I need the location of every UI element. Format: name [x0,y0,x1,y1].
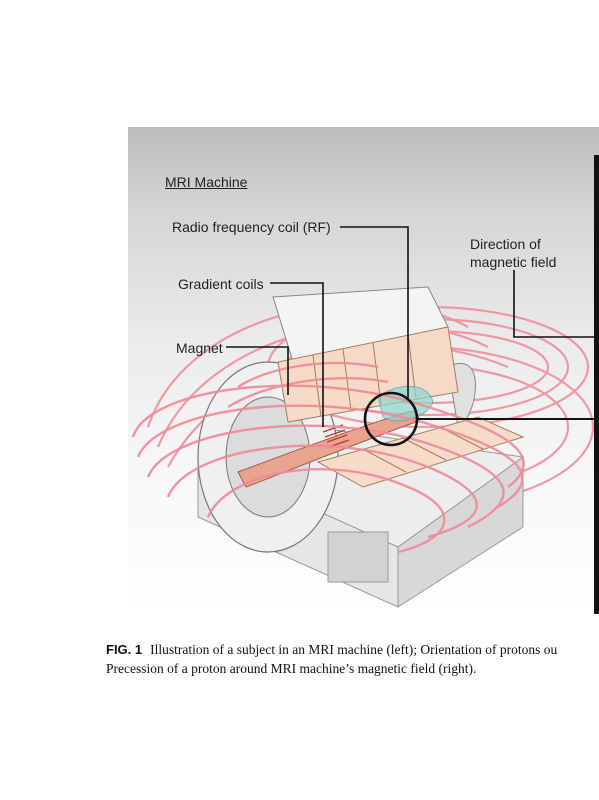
base-leg [327,531,389,583]
caption-line-1: FIG. 1 Illustration of a subject in an MR… [106,640,599,659]
label-leader-lines [226,226,599,427]
rf-coil [377,385,434,422]
caption-line-2: Precession of a proton around MRI machin… [106,661,477,676]
patient-table [316,416,525,488]
mri-illustration [131,155,599,614]
right-panel-edge [594,155,599,614]
figure-title: MRI Machine [165,174,248,190]
figure-caption: FIG. 1 Illustration of a subject in an MR… [106,640,599,680]
rf-coil-label: Radio frequency coil (RF) [172,219,331,235]
mri-figure: MRI Machine Radio frequency coil (RF) Gr… [128,127,599,614]
magnetic-field-lines-front [131,361,525,554]
magnet-label: Magnet [176,340,223,356]
caption-text-1: Illustration of a subject in an MRI mach… [150,642,558,657]
field-direction-label: Direction of magnetic field [470,236,557,270]
figure-id: FIG. 1 [106,642,143,657]
gradient-coils-label: Gradient coils [178,276,264,292]
